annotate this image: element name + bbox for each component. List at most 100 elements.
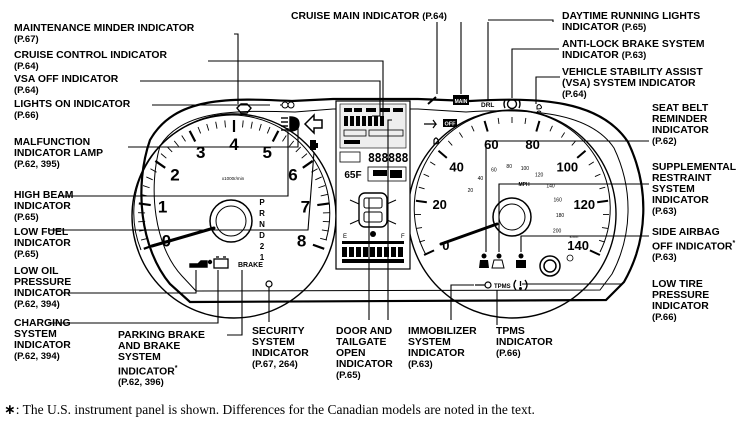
display-bar-segments-upper bbox=[343, 108, 404, 144]
tachometer-tick bbox=[173, 140, 179, 147]
tachometer-tick bbox=[166, 146, 173, 153]
tachometer-tick bbox=[154, 160, 166, 169]
speedometer-number: 40 bbox=[449, 159, 463, 174]
label-charging-line1: CHARGING bbox=[14, 318, 71, 329]
low-oil-pressure-icon bbox=[189, 259, 213, 268]
label-door-line3: OPEN bbox=[336, 348, 366, 359]
tachometer-number: 7 bbox=[301, 198, 310, 217]
label-malfunction-line1: MALFUNCTION bbox=[14, 137, 91, 148]
label-low-fuel: LOW FUEL INDICATOR (P.65) bbox=[14, 227, 71, 260]
speedometer-tick bbox=[416, 227, 423, 229]
speedometer-tick bbox=[497, 117, 500, 124]
label-vsa-off: VSA OFF INDICATOR (P.64) bbox=[14, 74, 118, 96]
vsa-system-icon bbox=[536, 104, 542, 113]
cruise-main-icon: MAIN bbox=[453, 95, 469, 105]
gear-letter: P bbox=[259, 198, 265, 207]
label-cruise-control: CRUISE CONTROL INDICATOR (P.64) bbox=[14, 50, 167, 72]
label-vsa-ref: (P.64) bbox=[562, 89, 587, 100]
speedometer-tick bbox=[471, 125, 475, 132]
label-low-tire-line2: PRESSURE bbox=[652, 290, 710, 301]
tachometer-tick bbox=[224, 120, 226, 128]
speedometer-kmh-number: 200 bbox=[553, 228, 562, 234]
label-low-oil-ref: (P.62, 394) bbox=[14, 299, 60, 310]
speedometer-tick bbox=[597, 199, 609, 204]
speedometer-tick bbox=[560, 132, 566, 138]
speedometer-kmh-number: 20 bbox=[468, 188, 474, 194]
label-parking-brake-line2: AND BRAKE bbox=[118, 341, 181, 352]
speedometer-tick bbox=[549, 125, 553, 132]
label-immobilizer-line3: INDICATOR bbox=[408, 348, 465, 359]
label-tpms-ref: (P.66) bbox=[496, 348, 521, 359]
label-seat-belt-line2: REMINDER bbox=[652, 114, 708, 125]
tachometer-number: 4 bbox=[229, 135, 239, 154]
speedometer-number: 100 bbox=[556, 159, 578, 174]
label-low-fuel-line1: LOW FUEL bbox=[14, 227, 69, 238]
speedometer-tick bbox=[418, 186, 425, 190]
label-abs-line1: ANTI-LOCK BRAKE SYSTEM bbox=[562, 39, 705, 50]
speedometer-tick bbox=[423, 249, 435, 256]
door-open-car-icon bbox=[349, 192, 397, 228]
label-seat-belt: SEAT BELT REMINDER INDICATOR (P.62) bbox=[652, 103, 709, 147]
high-beam-icon bbox=[281, 116, 300, 132]
tachometer-number: 3 bbox=[196, 143, 205, 162]
fuel-empty-mark: E bbox=[343, 234, 347, 240]
label-seat-belt-line1: SEAT BELT bbox=[652, 103, 709, 114]
label-drl-line1: DAYTIME RUNNING LIGHTS bbox=[562, 11, 701, 22]
speedometer-kmh-number: 120 bbox=[535, 172, 544, 178]
tachometer-tick bbox=[301, 153, 308, 159]
tachometer-tick bbox=[289, 140, 295, 147]
speedometer-number: 0 bbox=[442, 238, 449, 253]
tachometer-tick bbox=[321, 229, 329, 232]
label-side-airbag-star: * bbox=[732, 240, 736, 247]
speedometer-tick bbox=[415, 199, 427, 204]
tachometer-tick bbox=[242, 120, 244, 128]
speedometer-kmh-number: 40 bbox=[478, 176, 484, 182]
tachometer-tick bbox=[320, 193, 328, 197]
label-parking-brake-line1: PARKING BRAKE bbox=[118, 330, 205, 341]
label-abs: ANTI-LOCK BRAKE SYSTEM INDICATOR (P.63) bbox=[562, 39, 705, 61]
speedometer-tick bbox=[524, 117, 527, 124]
label-charging-ref: (P.62, 394) bbox=[14, 351, 60, 362]
label-parking-brake-line3: SYSTEM bbox=[118, 352, 161, 363]
speedometer-tick bbox=[423, 173, 430, 177]
speedometer-kmh-number: 140 bbox=[546, 183, 555, 189]
label-cruise-control-ref: (P.64) bbox=[14, 61, 39, 72]
label-side-airbag-ref: (P.63) bbox=[652, 252, 677, 264]
label-lights-on: LIGHTS ON INDICATOR (P.66) bbox=[14, 99, 130, 121]
tachometer-tick bbox=[142, 185, 150, 189]
tachometer-number: 2 bbox=[170, 166, 179, 185]
label-charging: CHARGING SYSTEM INDICATOR (P.62, 394) bbox=[14, 318, 71, 362]
tachometer-tick bbox=[318, 185, 326, 189]
label-lights-on-ref: (P.66) bbox=[14, 110, 39, 121]
tachometer-tick bbox=[150, 168, 157, 173]
maintenance-minder-icon bbox=[236, 103, 252, 114]
charging-system-icon bbox=[213, 256, 229, 269]
label-malfunction-ref: (P.62, 395) bbox=[14, 159, 60, 170]
label-vsa-line2: (VSA) SYSTEM INDICATOR bbox=[562, 78, 696, 89]
vsa-off-icon-text: OFF bbox=[445, 122, 457, 128]
vsa-off-icon: OFF bbox=[443, 119, 457, 128]
label-abs-line2: INDICATOR bbox=[562, 50, 619, 61]
label-cruise-main: CRUISE MAIN INDICATOR (P.64) bbox=[291, 11, 447, 22]
label-malfunction: MALFUNCTION INDICATOR LAMP (P.62, 395) bbox=[14, 137, 103, 170]
label-immobilizer-line1: IMMOBILIZER bbox=[408, 326, 477, 337]
label-high-beam-ref: (P.65) bbox=[14, 212, 39, 223]
label-low-tire-line1: LOW TIRE bbox=[652, 279, 703, 290]
tachometer-tick bbox=[188, 130, 197, 142]
tachometer-tick bbox=[138, 202, 151, 207]
label-door-line1: DOOR AND bbox=[336, 326, 393, 337]
label-immobilizer-line2: SYSTEM bbox=[408, 337, 451, 348]
label-abs-ref: (P.63) bbox=[621, 50, 647, 61]
footnote-text: : The U.S. instrument panel is shown. Di… bbox=[15, 402, 535, 417]
label-low-tire-line3: INDICATOR bbox=[652, 301, 709, 312]
speedometer-tick bbox=[419, 239, 426, 243]
label-security-line1: SECURITY bbox=[252, 326, 305, 337]
lights-on-icon bbox=[280, 101, 295, 109]
label-parking-brake: PARKING BRAKE AND BRAKE SYSTEM INDICATOR… bbox=[118, 330, 205, 388]
parking-brake-icon-text: BRAKE bbox=[238, 262, 263, 269]
seat-belt-icon bbox=[479, 253, 489, 268]
gear-letter: 1 bbox=[260, 253, 265, 262]
speedometer-tick bbox=[535, 120, 541, 132]
